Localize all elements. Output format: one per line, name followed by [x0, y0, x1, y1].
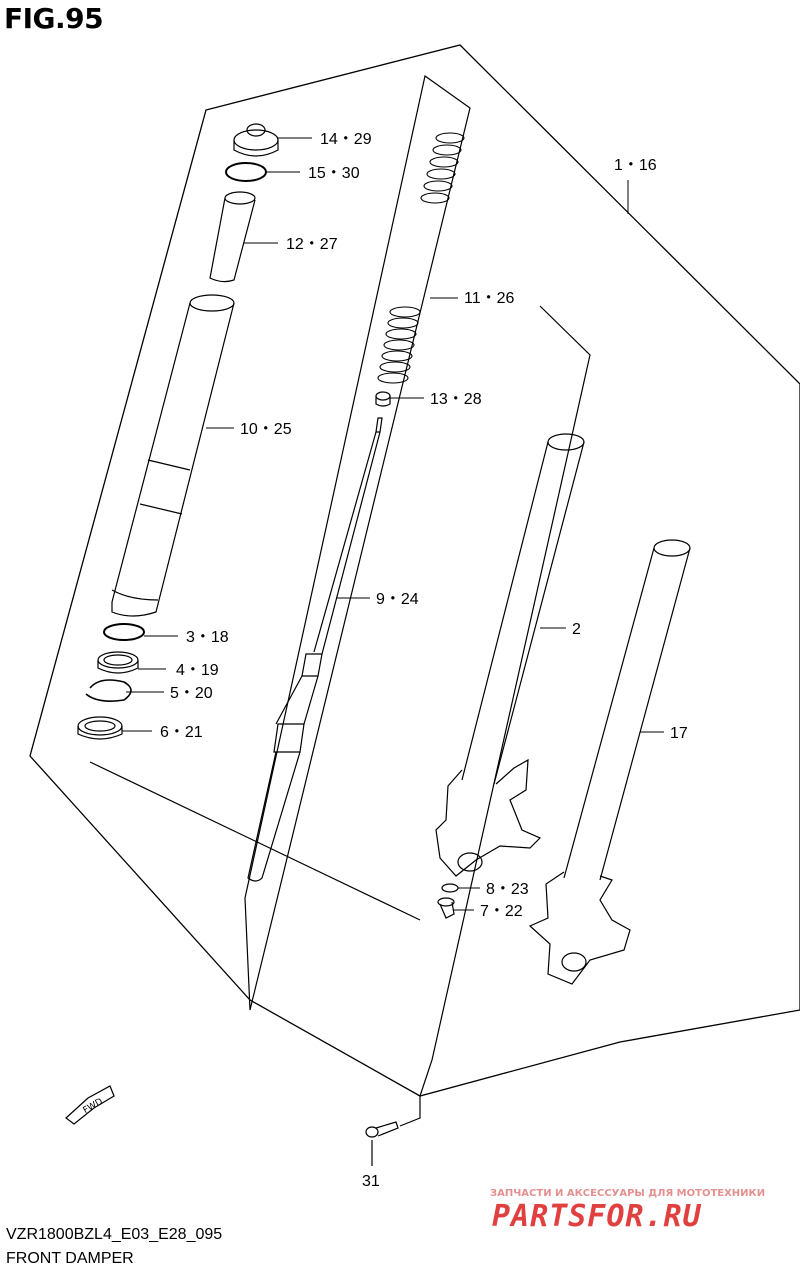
watermark: ЗАПЧАСТИ И АКСЕССУАРЫ ДЛЯ МОТОТЕХНИКИ PA… — [490, 1188, 765, 1234]
label-spacer: 12・27 — [286, 236, 338, 253]
label-retainer: 6・21 — [160, 724, 203, 741]
label-gasket: 8・23 — [486, 881, 529, 898]
lower-tube-outline — [419, 305, 591, 1097]
label-stopper-ring: 5・20 — [170, 685, 213, 702]
figure-title: FIG.95 — [4, 2, 104, 35]
label-dust-seal: 3・18 — [186, 629, 229, 646]
label-o-ring: 15・30 — [308, 165, 360, 182]
nut-icon — [375, 391, 391, 407]
label-inner-tube-right: 17 — [670, 725, 688, 742]
footer-title: FRONT DAMPER — [6, 1250, 134, 1267]
oil-seal-icon — [97, 651, 139, 674]
label-outer-tube: 10・25 — [240, 421, 292, 438]
fwd-arrow-icon: FWD — [65, 1085, 115, 1125]
fork-spring-icon — [377, 132, 465, 384]
label-nut: 13・28 — [430, 391, 482, 408]
watermark-big: PARTSFOR.RU — [492, 1199, 702, 1234]
inner-tube-right-icon — [528, 539, 691, 985]
label-cap-bolt: 14・29 — [320, 131, 372, 148]
dust-seal-icon — [103, 623, 145, 641]
inner-tube-left-icon — [435, 433, 585, 877]
label-fork-spring: 11・26 — [464, 290, 515, 307]
outer-tube-icon — [111, 294, 235, 617]
damper-rod-icon — [247, 417, 383, 882]
label-bolt: 7・22 — [480, 903, 523, 920]
label-bolt-31: 31 — [362, 1173, 380, 1190]
label-oil-seal: 4・19 — [176, 662, 219, 679]
spacer-icon — [209, 191, 256, 283]
bolt-31-leader-line — [399, 1096, 421, 1127]
label-inner-tube-left: 2 — [572, 621, 581, 638]
retainer-icon — [77, 716, 123, 740]
inner-kit-outline — [244, 74, 471, 1011]
label-damper-rod: 9・24 — [376, 591, 419, 608]
bolt-31-icon — [365, 1121, 399, 1138]
seal-kit-outline — [89, 761, 421, 921]
watermark-small: ЗАПЧАСТИ И АКСЕССУАРЫ ДЛЯ МОТОТЕХНИКИ — [490, 1188, 765, 1199]
label-fork-assy: 1・16 — [614, 157, 657, 174]
stopper-ring-icon — [85, 679, 132, 702]
cap-bolt-icon — [233, 123, 279, 157]
footer-code: VZR1800BZL4_E03_E28_095 — [6, 1226, 223, 1243]
gasket-icon — [441, 883, 459, 893]
o-ring-icon — [225, 162, 267, 182]
bolt-icon — [437, 897, 455, 919]
fwd-label: FWD — [82, 1097, 105, 1116]
leader-lines — [122, 137, 664, 911]
